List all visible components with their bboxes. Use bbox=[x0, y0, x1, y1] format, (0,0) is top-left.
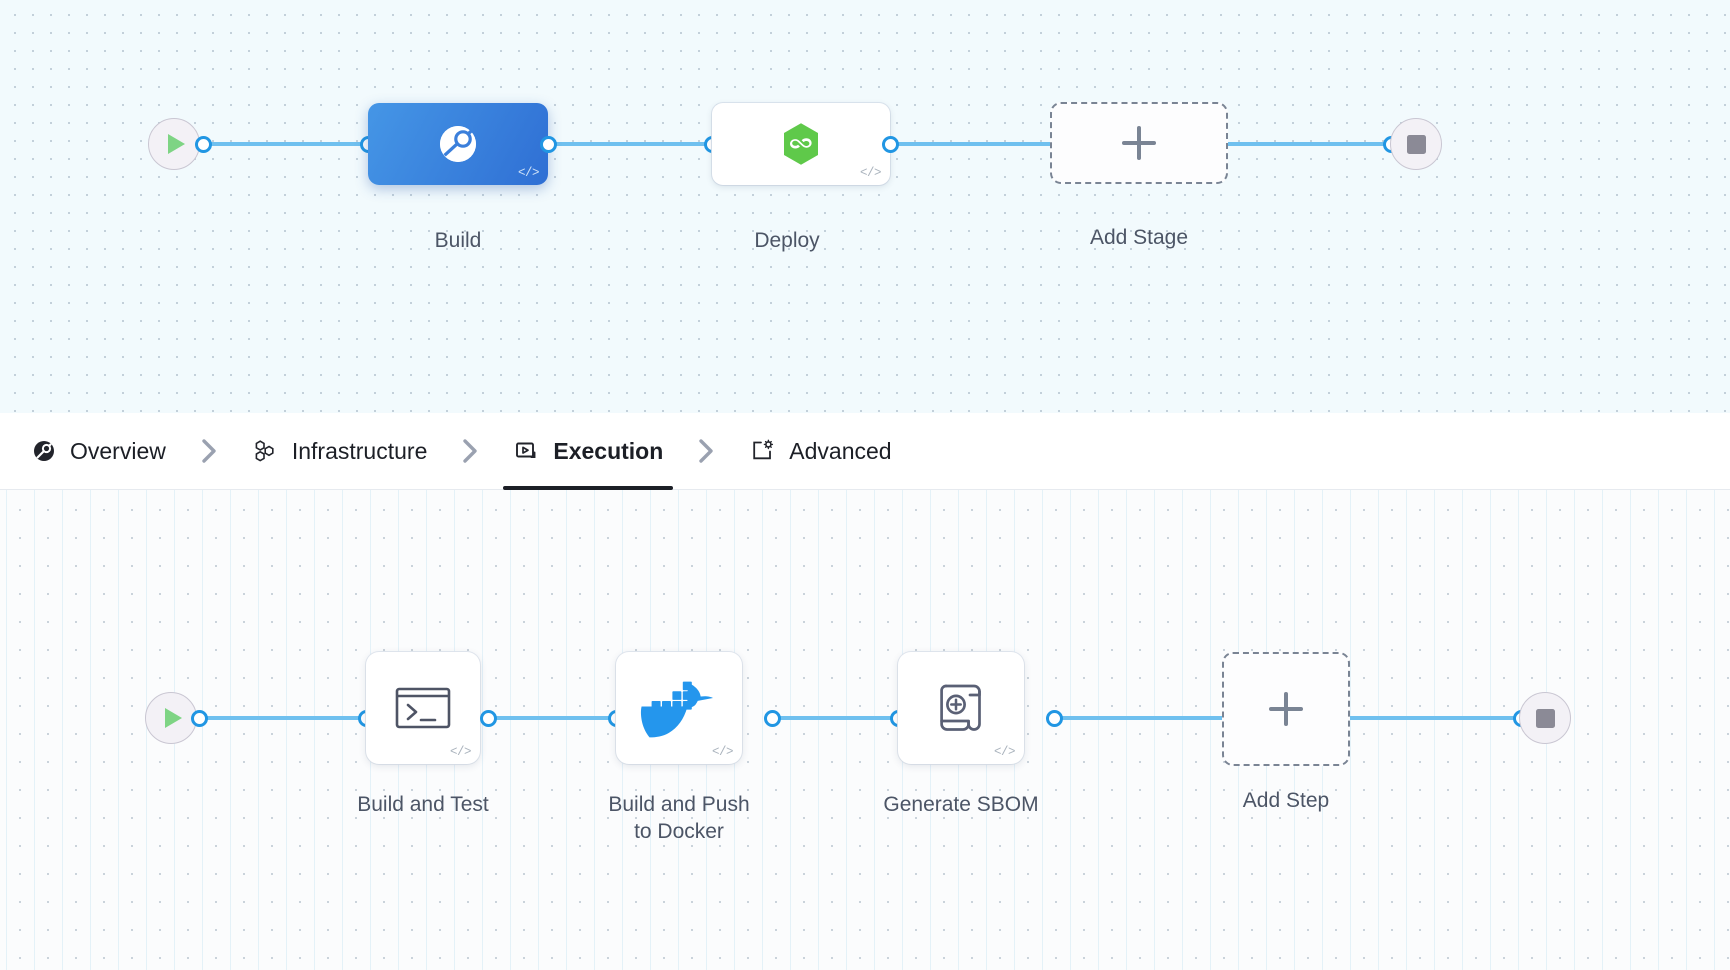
stage-code-tag: </> bbox=[859, 166, 882, 180]
pipeline-end-node[interactable] bbox=[1390, 118, 1442, 170]
tab-label: Advanced bbox=[789, 437, 892, 464]
execution-end-node[interactable] bbox=[1519, 692, 1571, 744]
add-stage-button[interactable] bbox=[1050, 102, 1228, 184]
overview-icon bbox=[32, 439, 56, 463]
stage-code-tag: </> bbox=[517, 166, 540, 180]
chevron-right-icon bbox=[667, 436, 745, 466]
step-label-build-and-push-to-docker: Build and Push to Docker bbox=[608, 793, 750, 843]
execution-graph-canvas[interactable]: </> Build and Test </> Build and bbox=[0, 490, 1730, 970]
infrastructure-icon bbox=[252, 438, 278, 464]
active-tab-underline bbox=[503, 485, 674, 490]
tab-execution[interactable]: Execution bbox=[503, 413, 674, 490]
stage-port-build-out[interactable] bbox=[540, 136, 557, 153]
stage-config-tabbar: Overview Infrastructure bbox=[0, 413, 1730, 490]
step-link-2-3 bbox=[770, 716, 896, 720]
step-node-build-and-push-to-docker[interactable]: </> bbox=[616, 652, 742, 764]
chevron-right-icon bbox=[431, 436, 509, 466]
play-icon bbox=[168, 134, 185, 154]
stage-graph-canvas[interactable]: </> Build </> Deploy Add Stage bbox=[0, 0, 1730, 413]
sbom-scroll-icon bbox=[940, 684, 981, 731]
step-node-build-and-test[interactable]: </> bbox=[366, 652, 480, 764]
stage-label-deploy: Deploy bbox=[754, 229, 820, 252]
stage-port-deploy-out[interactable] bbox=[882, 136, 899, 153]
tab-advanced[interactable]: Advanced bbox=[745, 413, 895, 490]
stage-link-add-end bbox=[1220, 142, 1400, 146]
advanced-icon bbox=[749, 438, 775, 464]
step-port-start-out[interactable] bbox=[191, 710, 208, 727]
stage-label-build: Build bbox=[434, 229, 482, 252]
tab-overview[interactable]: Overview bbox=[28, 413, 170, 490]
chevron-right-icon bbox=[170, 436, 248, 466]
step-port-3-out[interactable] bbox=[1046, 710, 1063, 727]
stage-link-deploy-add bbox=[880, 142, 1058, 146]
execution-start-node[interactable] bbox=[145, 692, 197, 744]
terminal-icon bbox=[395, 687, 451, 729]
stop-icon bbox=[1406, 134, 1426, 154]
play-icon bbox=[165, 708, 182, 728]
step-port-1-out[interactable] bbox=[480, 710, 497, 727]
harness-cd-icon bbox=[784, 123, 818, 165]
add-step-label: Add Step bbox=[1242, 789, 1330, 812]
add-stage-label: Add Stage bbox=[1089, 226, 1189, 249]
step-node-generate-sbom[interactable]: </> bbox=[898, 652, 1024, 764]
step-link-3-add bbox=[1052, 716, 1226, 720]
plus-icon bbox=[1269, 692, 1303, 726]
stage-link-start-build bbox=[200, 142, 368, 146]
tab-infrastructure[interactable]: Infrastructure bbox=[248, 413, 432, 490]
step-label-build-and-test: Build and Test bbox=[357, 793, 489, 816]
stop-icon bbox=[1535, 708, 1555, 728]
stage-node-deploy[interactable]: </> bbox=[712, 103, 890, 185]
stage-link-build-deploy bbox=[540, 142, 712, 146]
add-step-button[interactable] bbox=[1222, 652, 1350, 766]
execution-icon bbox=[513, 438, 539, 464]
tab-label: Overview bbox=[70, 437, 166, 464]
step-link-start-1 bbox=[196, 716, 366, 720]
step-port-2-out[interactable] bbox=[764, 710, 781, 727]
pipeline-start-node[interactable] bbox=[148, 118, 200, 170]
step-code-tag: </> bbox=[449, 745, 472, 759]
tab-label: Infrastructure bbox=[291, 437, 428, 464]
step-code-tag: </> bbox=[993, 745, 1016, 759]
tab-label: Execution bbox=[553, 437, 664, 464]
step-label-generate-sbom: Generate SBOM bbox=[883, 793, 1039, 816]
docker-icon bbox=[640, 681, 714, 738]
plus-icon bbox=[1122, 126, 1156, 160]
step-link-1-2 bbox=[486, 716, 614, 720]
harness-ci-icon bbox=[440, 126, 476, 162]
stage-port-start-out[interactable] bbox=[195, 136, 212, 153]
step-code-tag: </> bbox=[711, 745, 734, 759]
stage-node-build[interactable]: </> bbox=[368, 103, 548, 185]
step-link-add-end bbox=[1348, 716, 1524, 720]
